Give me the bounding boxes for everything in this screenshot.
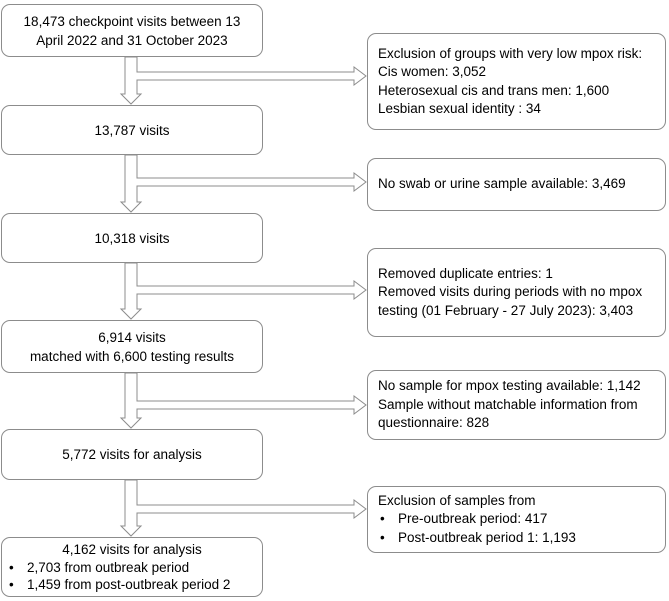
bullet-item: Post-outbreak period 1: 1,193 [378, 529, 655, 548]
bullet-item: 1,459 from post-outbreak period 2 [7, 576, 257, 594]
exclusion-box-3: Removed duplicate entries: 1 Removed vis… [367, 248, 666, 337]
box-text: 6,914 visits [98, 329, 166, 345]
box-text: No swab or urine sample available: 3,469 [378, 176, 626, 192]
box-text: 4,162 visits for analysis [62, 542, 202, 557]
flow-arrow-2 [119, 154, 367, 213]
main-box-6: 4,162 visits for analysis 2,703 from out… [1, 537, 263, 597]
exclusion-box-4: No sample for mpox testing available: 1,… [367, 370, 666, 440]
box-text: 13,787 visits [94, 122, 170, 138]
flow-arrow-3 [119, 262, 367, 320]
bullet-item: Pre-outbreak period: 417 [378, 510, 655, 529]
box-text: questionnaire: 828 [378, 415, 490, 431]
box-text: Heterosexual cis and trans men: 1,600 [378, 82, 610, 98]
box-text: testing (01 February - 27 July 2023): 3,… [378, 302, 634, 318]
box-text: Exclusion of groups with very low mpox r… [378, 45, 643, 61]
exclusion-box-5: Exclusion of samples from Pre-outbreak p… [367, 486, 666, 553]
bullet-list: Pre-outbreak period: 417 Post-outbreak p… [378, 510, 655, 547]
flow-arrow-4 [119, 372, 367, 429]
box-text: 5,772 visits for analysis [62, 447, 202, 462]
exclusion-box-2: No swab or urine sample available: 3,469 [367, 158, 666, 211]
main-box-1: 18,473 checkpoint visits between 13 Apri… [1, 4, 263, 57]
box-text: 10,318 visits [94, 230, 170, 246]
box-text: 18,473 checkpoint visits between 13 [23, 13, 241, 29]
box-text: Exclusion of samples from [378, 492, 536, 508]
box-text: April 2022 and 31 October 2023 [36, 32, 228, 48]
box-text: Sample without matchable information fro… [378, 396, 638, 412]
box-text: Removed visits during periods with no mp… [378, 284, 643, 300]
bullet-item: 2,703 from outbreak period [7, 559, 257, 577]
box-text: Cis women: 3,052 [378, 64, 487, 79]
exclusion-box-1: Exclusion of groups with very low mpox r… [367, 33, 666, 130]
box-text: No sample for mpox testing available: 1,… [378, 378, 641, 394]
main-box-4: 6,914 visits matched with 6,600 testing … [1, 320, 263, 373]
flow-arrow-5 [119, 479, 367, 537]
main-box-2: 13,787 visits [1, 105, 263, 155]
box-text: matched with 6,600 testing results [29, 348, 235, 364]
bullet-list: 2,703 from outbreak period 1,459 from po… [7, 559, 257, 594]
box-text: Lesbian sexual identity : 34 [378, 101, 541, 116]
flow-arrow-1 [119, 56, 367, 105]
box-text: Removed duplicate entries: 1 [378, 265, 553, 281]
main-box-5: 5,772 visits for analysis [1, 429, 263, 480]
